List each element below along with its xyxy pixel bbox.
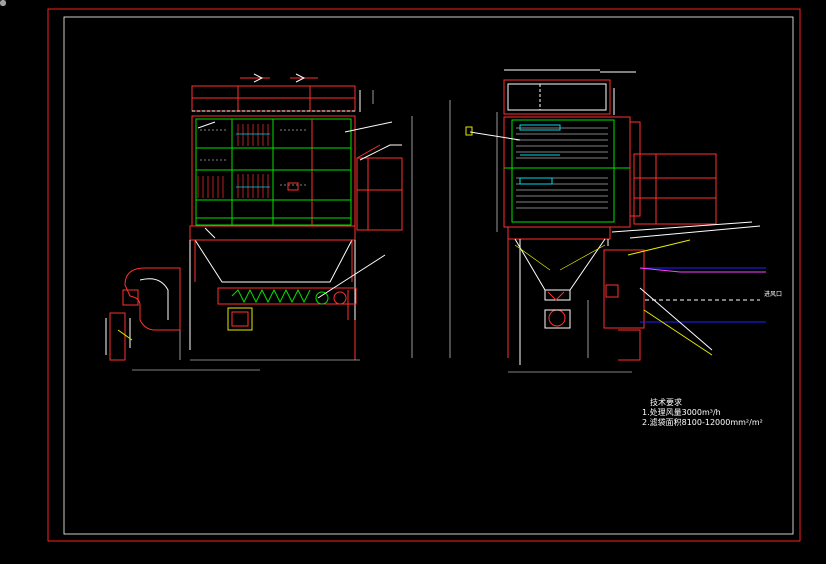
notes-line-1: 1.处理风量3000m³/h — [642, 408, 721, 417]
duct-callout-label: 进风口 — [764, 291, 783, 298]
notes-line-2: 2.滤袋面积8100-12000mm²/m² — [642, 418, 763, 427]
ucs-icon — [0, 0, 6, 6]
side-elevation-view — [449, 69, 766, 373]
notes-heading: 技术要求 — [650, 398, 682, 407]
drawing-frame — [47, 8, 801, 542]
front-elevation-view — [105, 73, 413, 371]
